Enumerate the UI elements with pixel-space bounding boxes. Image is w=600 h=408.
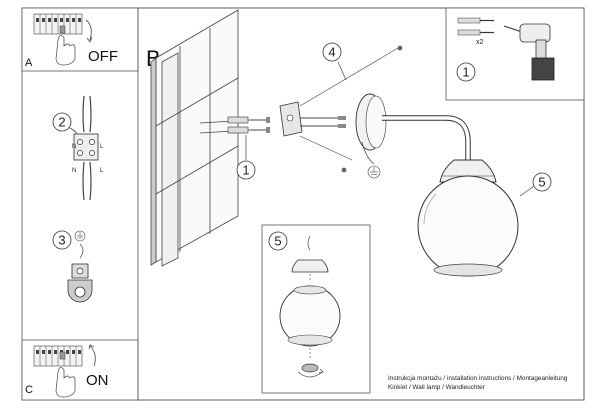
panel-c: C ON (21, 339, 139, 401)
lamp-arm-illustration (382, 115, 471, 160)
drill-icon (503, 23, 555, 81)
quantity-label: x2 (476, 39, 484, 46)
wire-l-bottom: L (100, 168, 104, 174)
wall-plugs-illustration (199, 116, 270, 134)
switch-off-label: OFF (88, 48, 118, 65)
screw-top-icon (397, 45, 403, 51)
switch-on-label: ON (86, 372, 109, 389)
step-4-badge (322, 42, 342, 62)
wire-top-icon (82, 95, 85, 133)
panel-a: A OFF (21, 7, 139, 72)
ground-symbol-main-icon (367, 165, 381, 179)
step-3-number: 3 (58, 233, 65, 248)
screw-bottom-icon (341, 167, 347, 173)
switch-terminal-block-a (33, 13, 83, 35)
glass-globe-illustration (417, 175, 519, 277)
rotate-arrow-icon-c (89, 345, 96, 367)
wire-n-bottom: N (72, 168, 76, 174)
step-5-number-main: 5 (538, 175, 545, 190)
step-2-number: 2 (58, 115, 65, 130)
step-4-number: 4 (328, 45, 335, 60)
wire-n-top: N (72, 144, 76, 150)
lamp-holder-illustration (439, 159, 497, 183)
wall-plug-screw-icon (457, 17, 494, 36)
step-2-badge (52, 112, 72, 132)
step-1-number-main: 1 (242, 163, 249, 178)
hand-icon-a (55, 35, 76, 66)
hand-icon-c (55, 367, 76, 398)
panel-b-frame (137, 7, 585, 401)
panel-c-letter: C (25, 384, 33, 396)
footer-line-1: Instrukcja montażu / installation instru… (388, 375, 568, 382)
rotate-arrow-icon-a (85, 19, 92, 41)
step-5-number-detail: 5 (274, 234, 281, 249)
footer-line-2: Kinkiet / Wall lamp / Wandleuchter (388, 384, 486, 391)
detail-holder-icon (291, 259, 329, 273)
wall-tiles-illustration (150, 9, 239, 267)
switch-terminal-block-c (33, 345, 83, 367)
mounting-bracket-illustration (279, 47, 399, 161)
glass-detail-box: 5 (261, 224, 371, 394)
step-1-badge-main (236, 160, 256, 180)
tools-box: x2 1 (445, 7, 585, 101)
step-5-badge-main (532, 172, 552, 192)
ground-step: 3 (52, 230, 93, 303)
wiring-step: 2 N L N L (52, 95, 104, 201)
rotate-arrow-icon-detail (297, 371, 323, 378)
tools-box-frame (445, 7, 585, 101)
panel-a-letter: A (25, 57, 33, 69)
panel-b: B 1 (137, 7, 585, 401)
step-1-badge-tools (456, 62, 476, 82)
detail-nut-icon (301, 363, 319, 373)
wire-bottom-icon (82, 161, 85, 201)
terminal-connector-icon (73, 133, 99, 161)
wire-l-top: L (100, 144, 104, 150)
step-3-badge (52, 230, 72, 250)
step-5-badge-detail (268, 231, 288, 251)
step-1-number-tools: 1 (462, 65, 469, 80)
